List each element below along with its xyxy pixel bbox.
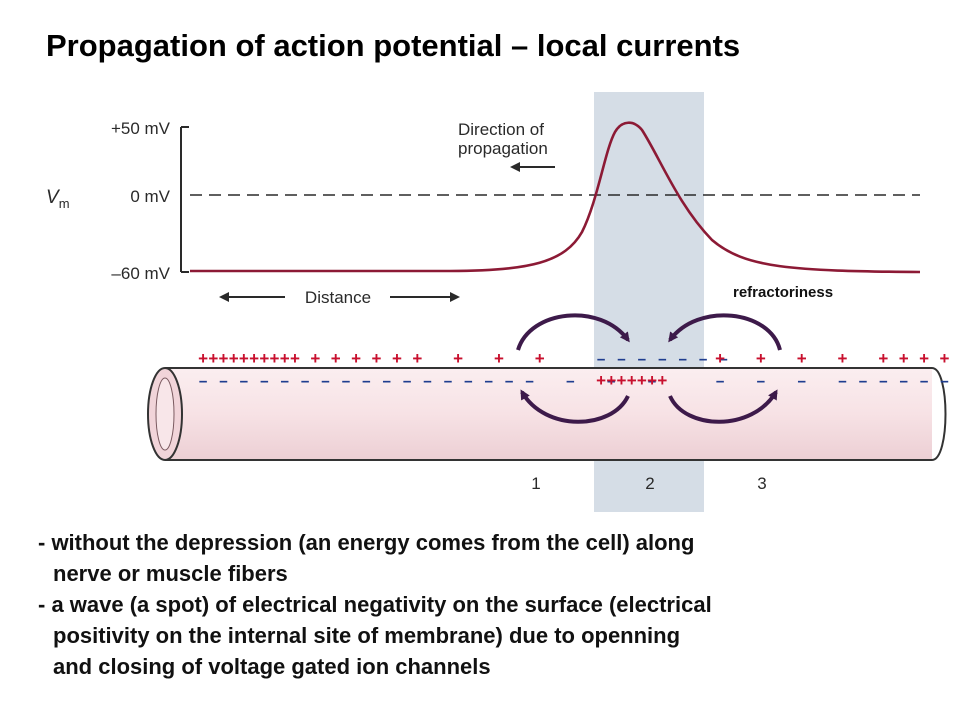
inner-charges-right: – – – – – – – – –: [715, 373, 950, 392]
direction-label-line2: propagation: [458, 139, 548, 158]
local-current-arrow-lower-right: [668, 389, 778, 424]
local-current-arrow-lower-left: [520, 389, 630, 424]
y-tick-label-plus50: +50 mV: [111, 119, 171, 138]
y-tick-label-0: 0 mV: [130, 187, 170, 206]
outer-charges-right: + + + + + + + + + + +: [715, 351, 960, 370]
direction-label: Direction of propagation: [458, 120, 549, 158]
region-number-2: 2: [645, 474, 654, 493]
bullet-line: and closing of voltage gated ion channel…: [53, 654, 491, 679]
y-axis-label-main: V: [46, 187, 61, 208]
action-potential-trace: [190, 121, 921, 274]
bullet-line: nerve or muscle fibers: [53, 561, 288, 586]
y-axis-label: Vm: [46, 187, 70, 211]
y-axis-label-sub: m: [59, 196, 70, 211]
membrane-tube-right-end: [931, 367, 947, 461]
direction-label-line1: Direction of: [458, 120, 544, 139]
membrane-tube-left-end-inner: [155, 377, 175, 451]
bullet-list: - without the depression (an energy come…: [38, 527, 953, 682]
bullet-line: - a wave (a spot) of electrical negativi…: [38, 592, 712, 617]
inner-charges-middle: +++++++: [596, 373, 667, 392]
region-number-3: 3: [757, 474, 766, 493]
slide-title: Propagation of action potential – local …: [46, 28, 741, 63]
local-current-arrow-upper-left: [516, 313, 630, 351]
local-current-arrow-upper-right: [668, 313, 782, 351]
bullet-line: - without the depression (an energy come…: [38, 530, 695, 555]
outer-charges-middle: – – – – – – –: [596, 351, 729, 370]
y-tick-label-minus60: –60 mV: [111, 264, 170, 283]
inner-charges-left: – – – – – – – – – – – – – – – – – – – –: [198, 373, 657, 392]
refractoriness-label: refractoriness: [733, 284, 833, 301]
action-potential-figure: +50 mV 0 mV –60 mV Vm Direction of propa…: [46, 92, 960, 512]
outer-charges-left: ++++++++++ + + + + + + + + +: [198, 351, 545, 370]
distance-label: Distance: [305, 288, 371, 307]
region-number-1: 1: [531, 474, 540, 493]
bullet-line: positivity on the internal site of membr…: [53, 623, 681, 648]
